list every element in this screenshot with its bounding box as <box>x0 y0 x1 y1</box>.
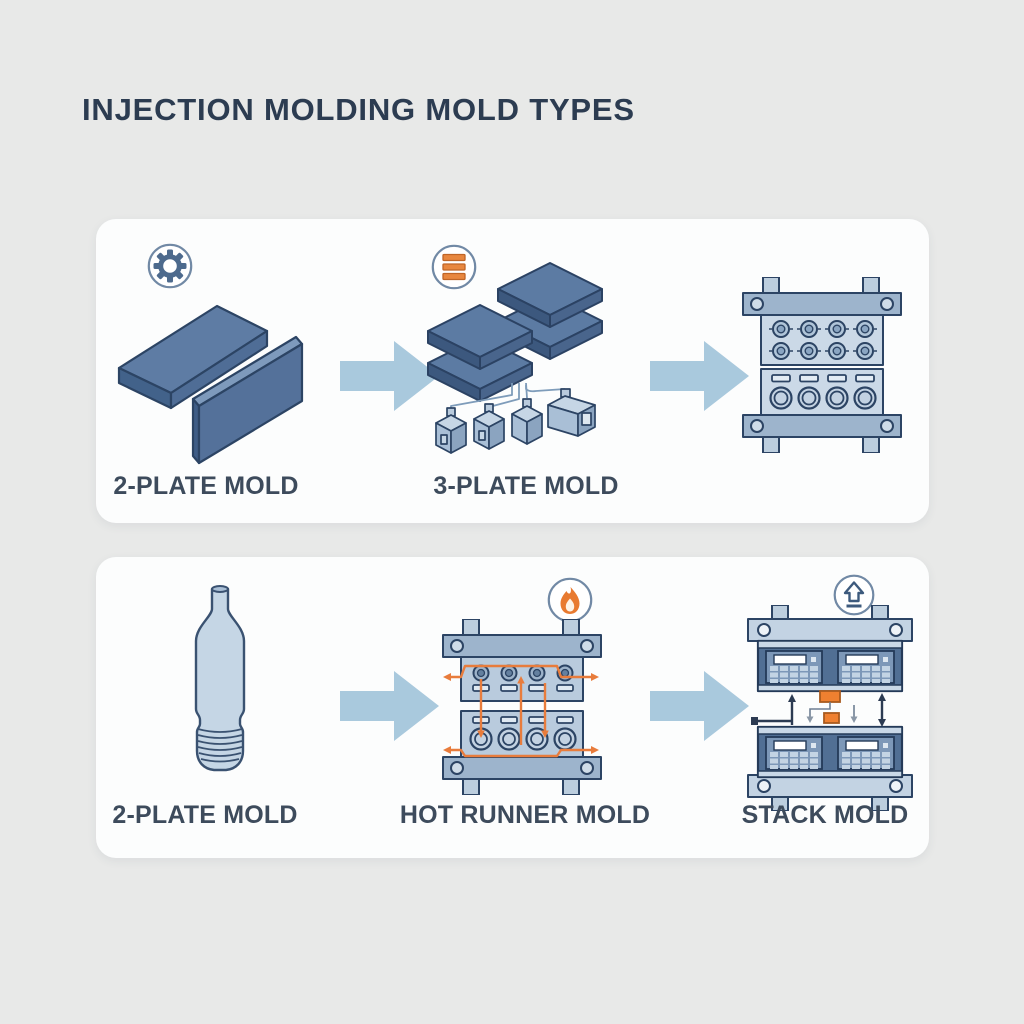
stack-mold-illustration <box>747 605 913 811</box>
top-panel: 2-PLATE MOLD <box>96 219 929 523</box>
arrow-right-icon <box>650 341 749 411</box>
mold-type-label: STACK MOLD <box>741 801 909 829</box>
layers-icon <box>431 244 477 290</box>
hot-runner-mold-illustration <box>442 619 602 795</box>
arrow-right-icon <box>340 341 439 411</box>
mold-assembly-illustration <box>742 277 902 453</box>
page-title: INJECTION MOLDING MOLD TYPES <box>82 92 635 127</box>
mold-type-label: 2-PLATE MOLD <box>112 801 298 829</box>
arrow-right-icon <box>340 671 439 741</box>
bottle-illustration <box>194 585 246 772</box>
arrow-right-icon <box>650 671 749 741</box>
bottom-panel: 2-PLATE MOLD <box>96 557 929 858</box>
mold-type-label: 2-PLATE MOLD <box>113 472 299 500</box>
three-plate-mold-illustration <box>427 262 603 454</box>
gear-icon <box>147 243 193 289</box>
flame-icon <box>547 577 593 623</box>
two-plate-mold-illustration <box>117 304 304 465</box>
eject-icon <box>833 574 875 616</box>
mold-type-label: 3-PLATE MOLD <box>433 472 619 500</box>
mold-type-label: HOT RUNNER MOLD <box>399 801 651 829</box>
